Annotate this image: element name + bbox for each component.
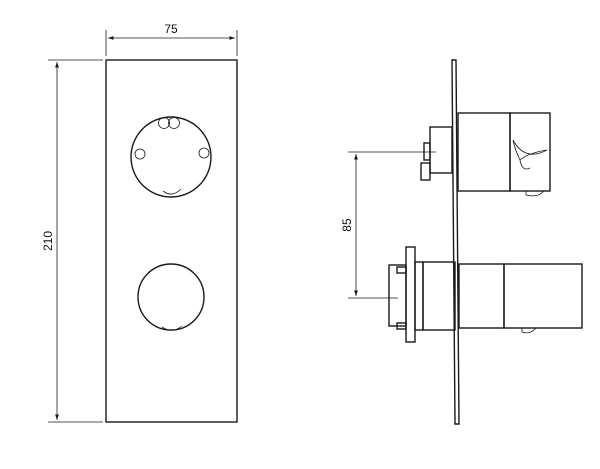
- spacing-dimension-label: 85: [340, 218, 354, 232]
- front-plate: [105, 59, 238, 423]
- spacing-dimension: 85: [340, 151, 436, 299]
- lower-knob-front: [137, 263, 205, 331]
- width-dimension: 75: [105, 22, 238, 56]
- upper-handle-side: [420, 112, 551, 197]
- width-dimension-label: 75: [164, 22, 178, 36]
- side-view: 85: [340, 59, 583, 425]
- side-plate: [451, 59, 460, 425]
- lower-handle-side: [388, 246, 583, 343]
- height-dimension: 210: [41, 59, 103, 423]
- front-view: 75 210: [41, 22, 238, 423]
- upper-knob-front: [130, 116, 212, 198]
- height-dimension-label: 210: [41, 231, 55, 251]
